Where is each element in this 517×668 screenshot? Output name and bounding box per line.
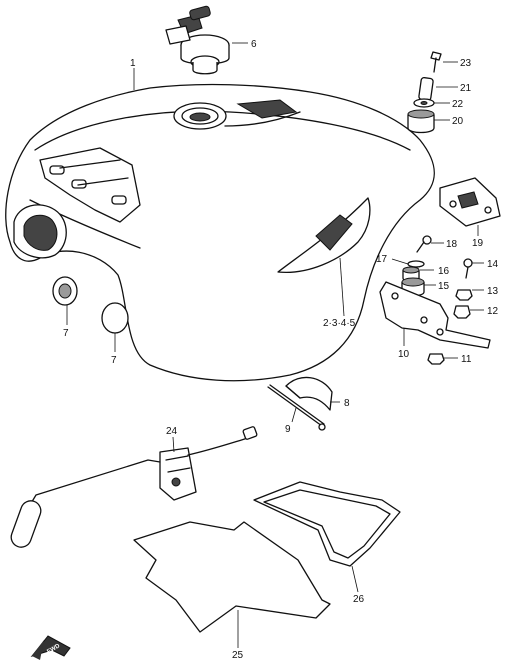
front-mount-hardware (379, 235, 491, 365)
callout-17: 17 (376, 254, 388, 265)
tank-cushions (52, 276, 129, 334)
callout-18: 18 (446, 239, 458, 250)
callout-20: 20 (452, 116, 464, 127)
callout-6: 6 (251, 39, 257, 50)
callout-16: 16 (438, 266, 450, 277)
callout-7-lower: 7 (111, 355, 117, 366)
insulator-26 (253, 481, 401, 567)
callout-13: 13 (487, 286, 499, 297)
callout-2-3-4-5: 2·3·4·5 (323, 318, 356, 329)
leader-lines (66, 42, 484, 648)
callout-22: 22 (452, 99, 464, 110)
callout-14: 14 (487, 259, 499, 270)
callout-7-upper: 7 (63, 328, 69, 339)
callout-19: 19 (472, 238, 484, 249)
fuel-cap (165, 5, 230, 75)
callout-8: 8 (344, 398, 350, 409)
fuel-level-gauge (10, 426, 258, 548)
fuel-tank (5, 83, 435, 382)
callout-26: 26 (353, 594, 365, 605)
gauge-cover-and-hose (267, 376, 333, 431)
callout-1: 1 (130, 58, 136, 69)
callout-10: 10 (398, 349, 410, 360)
callout-24: 24 (166, 426, 178, 437)
rear-mount-hardware (407, 51, 442, 134)
callout-25: 25 (232, 650, 244, 661)
callout-9: 9 (285, 424, 291, 435)
forward-arrow-icon: FWD (30, 635, 71, 660)
callout-12: 12 (487, 306, 499, 317)
callout-21: 21 (460, 83, 472, 94)
callout-11: 11 (461, 354, 472, 365)
callout-23: 23 (460, 58, 472, 69)
callout-15: 15 (438, 281, 450, 292)
callout-numbers: 1 6 23 21 22 20 19 18 17 16 14 15 13 12 … (63, 39, 499, 661)
rear-bracket (439, 177, 501, 227)
insulator-25 (133, 521, 331, 633)
